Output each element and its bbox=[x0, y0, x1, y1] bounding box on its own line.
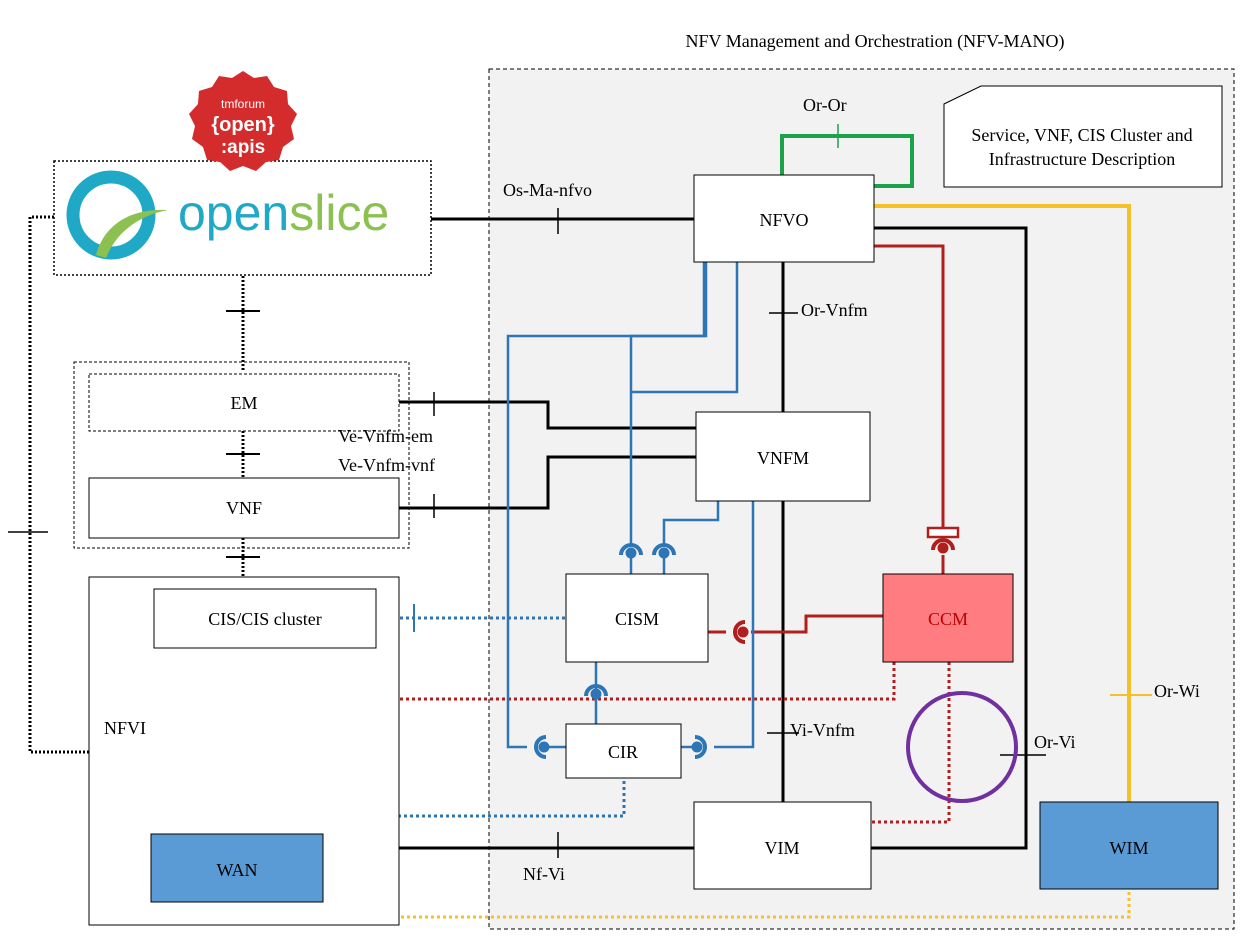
ccm-box[interactable] bbox=[882, 573, 1014, 663]
ve-vnfm-em-label: Ve-Vnfm-em bbox=[338, 426, 433, 446]
nfvo-cir-link bbox=[506, 262, 706, 749]
or-wi-label: Or-Wi bbox=[1154, 681, 1200, 701]
description-note-line1: Service, VNF, CIS Cluster and bbox=[971, 125, 1192, 145]
description-note-shape bbox=[943, 85, 1223, 188]
mano-title: NFV Management and Orchestration (NFV-MA… bbox=[686, 31, 1065, 52]
os-ma-nfvo-label: Os-Ma-nfvo bbox=[503, 180, 592, 200]
nfvi-label: NFVI bbox=[104, 718, 146, 738]
nf-vi-label: Nf-Vi bbox=[523, 864, 565, 884]
tmforum-line1: tmforum bbox=[221, 97, 265, 111]
vnf-box[interactable] bbox=[88, 477, 400, 539]
em-label: EM bbox=[231, 393, 258, 413]
wan-box[interactable] bbox=[150, 833, 324, 903]
ve-vnfm-em-link bbox=[399, 400, 696, 430]
vi-vnfm-label: Vi-Vnfm bbox=[790, 720, 855, 740]
or-vnfm-label: Or-Vnfm bbox=[801, 300, 868, 320]
cis-cluster-label: CIS/CIS cluster bbox=[208, 609, 322, 629]
openslice-wordmark: openslice bbox=[178, 185, 389, 241]
or-or-link bbox=[780, 134, 914, 188]
wim-label: WIM bbox=[1110, 838, 1149, 858]
or-wi-link bbox=[874, 204, 1131, 802]
cir-right-socket-icon bbox=[691, 735, 707, 759]
nfvo-ccm-link bbox=[874, 244, 945, 528]
vnfm-cir-link bbox=[714, 501, 755, 749]
em-vnf-group bbox=[73, 361, 410, 549]
or-or-label: Or-Or bbox=[803, 95, 847, 115]
ve-vnfm-vnf-link bbox=[399, 455, 696, 510]
tmforum-badge-shape bbox=[189, 71, 297, 171]
vnfm-cism-link bbox=[662, 501, 720, 547]
openslice-wordmark-slice: slice bbox=[289, 185, 389, 241]
openslice-wordmark-open: open bbox=[178, 185, 289, 241]
vnf-label: VNF bbox=[226, 498, 262, 518]
cism-box[interactable] bbox=[565, 573, 709, 663]
vim-box[interactable] bbox=[693, 801, 872, 890]
ccm-label: CCM bbox=[928, 609, 968, 629]
openslice-logo-icon bbox=[66, 170, 168, 260]
openslice-nfvi-link bbox=[28, 215, 89, 754]
description-note-line2: Infrastructure Description bbox=[989, 149, 1175, 169]
cism-ccm-socket-icon bbox=[733, 620, 749, 644]
cir-box[interactable] bbox=[565, 723, 682, 779]
or-vi-label: Or-Vi bbox=[1034, 732, 1076, 752]
tmforum-line2: {open} bbox=[211, 114, 275, 136]
wim-box[interactable] bbox=[1039, 801, 1219, 890]
cis-cluster-box[interactable] bbox=[153, 588, 377, 649]
tmforum-open-apis-badge: tmforum {open} :apis bbox=[189, 71, 297, 171]
vim-label: VIM bbox=[765, 838, 800, 858]
wan-label: WAN bbox=[217, 860, 258, 880]
ccm-vim-link bbox=[871, 662, 951, 824]
ve-vnfm-vnf-label: Ve-Vnfm-vnf bbox=[338, 455, 435, 475]
tmforum-line3: :apis bbox=[221, 137, 265, 158]
cir-label: CIR bbox=[608, 742, 638, 762]
vnfm-box[interactable] bbox=[695, 411, 871, 502]
nfvo-cism-link-2 bbox=[631, 262, 739, 394]
or-vi-circle bbox=[906, 691, 1018, 803]
em-box[interactable] bbox=[88, 373, 400, 432]
ccm-cis-link bbox=[268, 662, 896, 701]
nfvo-label: NFVO bbox=[759, 210, 808, 230]
vnfm-label: VNFM bbox=[757, 448, 809, 468]
nfvo-ccm-plug bbox=[926, 526, 960, 539]
nfvo-vim-link bbox=[871, 226, 1028, 850]
cism-label: CISM bbox=[615, 609, 659, 629]
nfvo-box[interactable] bbox=[693, 174, 875, 263]
cism-ccm-link bbox=[751, 614, 883, 634]
